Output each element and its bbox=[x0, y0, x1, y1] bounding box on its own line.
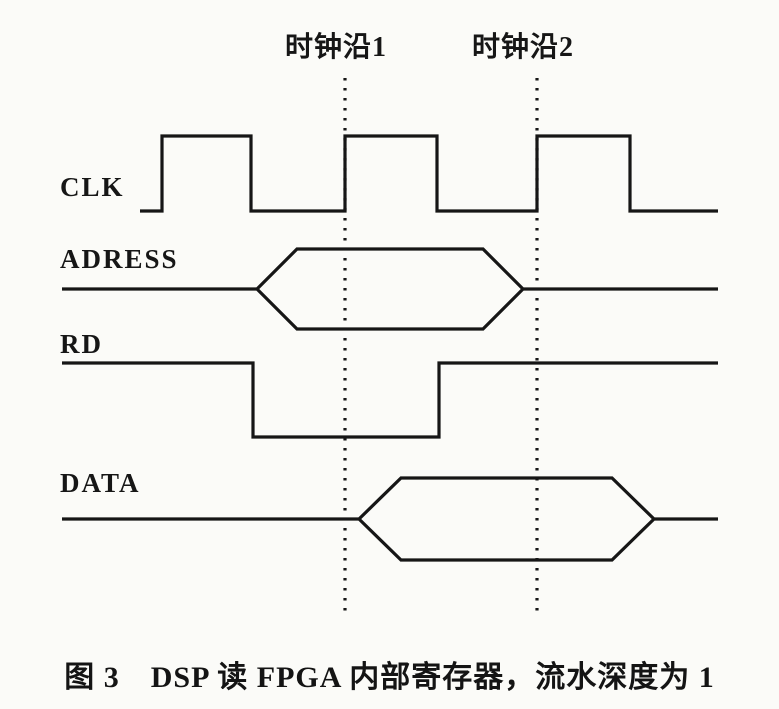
waveform-clk bbox=[140, 134, 718, 213]
signal-label-adress: ADRESS bbox=[60, 244, 179, 274]
signal-label-rd: RD bbox=[60, 329, 103, 359]
waveform-data bbox=[62, 476, 718, 562]
clock-edge-label-2: 时钟沿2 bbox=[472, 31, 574, 63]
clock-edge-label-1: 时钟沿1 bbox=[285, 31, 387, 63]
signal-label-clk: CLK bbox=[60, 172, 125, 202]
figure-caption: 图 3 DSP 读 FPGA 内部寄存器，流水深度为 1 bbox=[64, 661, 715, 694]
signal-label-data: DATA bbox=[60, 468, 141, 498]
waveform-rd bbox=[62, 361, 718, 439]
waveform-adress bbox=[62, 247, 718, 331]
